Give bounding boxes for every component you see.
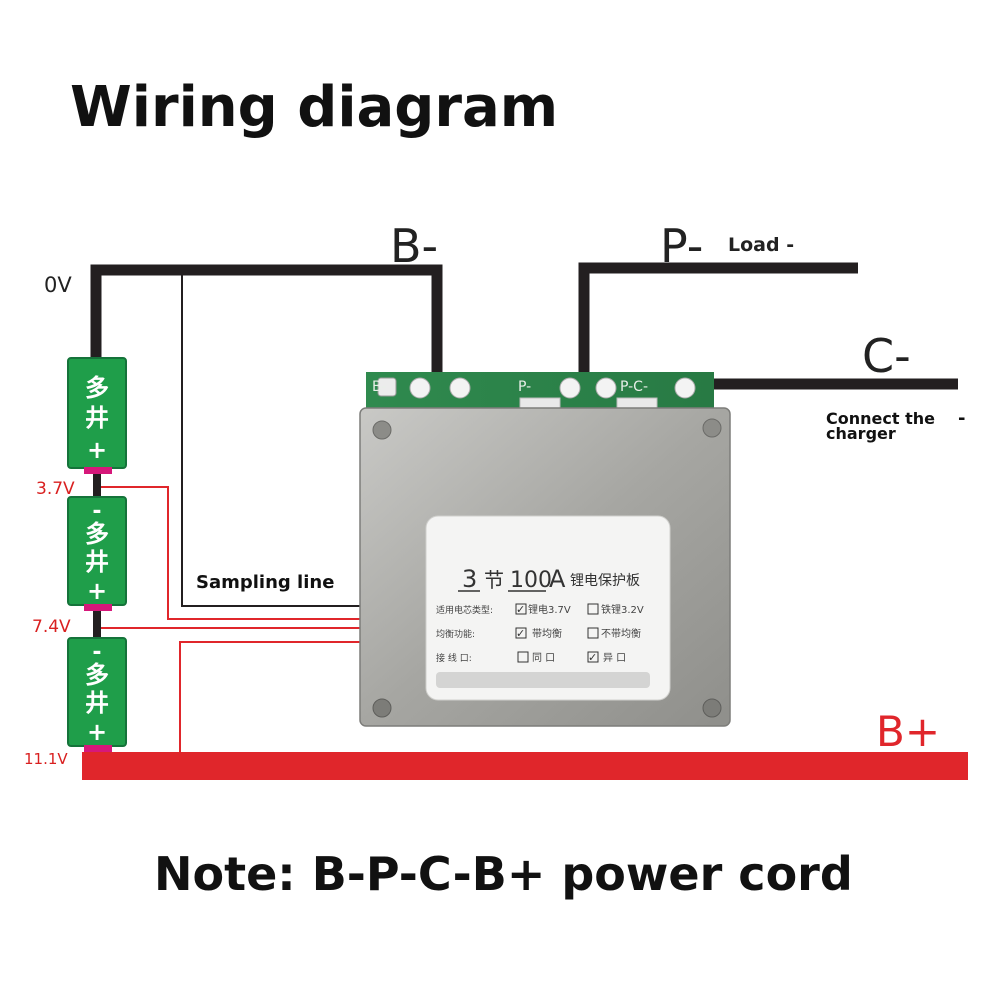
row2-name: 均衡功能:	[436, 628, 475, 640]
row2-opt1: 带均衡	[532, 628, 562, 640]
row3-name: 接 线 口:	[436, 652, 472, 664]
cell-link-2	[93, 611, 101, 639]
cell-1-mid: 井	[85, 404, 109, 432]
pad-p-label: P-	[518, 379, 531, 395]
cell-2: - 多 井 +	[67, 496, 127, 606]
cell-2-minus: -	[92, 499, 101, 524]
label-p-minus: P-	[660, 219, 703, 273]
note-text: Note: B-P-C-B+ power cord	[154, 847, 853, 901]
label-b-plus: B+	[876, 707, 940, 756]
row1-opt1: 锂电3.7V	[528, 603, 571, 616]
pad-b-label: B-	[372, 379, 387, 395]
voltage-7v4: 7.4V	[32, 617, 71, 637]
row1-name: 适用电芯类型:	[436, 604, 493, 616]
row1-check: ✓	[516, 603, 525, 616]
cell-1-plus: +	[87, 436, 107, 464]
cell-2-mid: 井	[85, 548, 109, 576]
screw-top-right	[702, 418, 722, 438]
label-amp: 100	[510, 568, 552, 593]
label-b-minus: B-	[390, 219, 438, 273]
b-plus-bar	[82, 752, 968, 780]
row3-opt1: 同 口	[532, 652, 555, 664]
page-title: Wiring diagram	[70, 75, 558, 140]
sampling-red-wire-3	[179, 641, 362, 752]
cell-2-plus: +	[87, 577, 107, 605]
voltage-11v1: 11.1V	[24, 750, 68, 768]
label-charger-line1: Connect the	[826, 409, 935, 428]
voltage-0v: 0V	[44, 273, 72, 297]
row3-opt2: 异 口	[603, 652, 626, 664]
screw-bottom-right	[702, 698, 722, 718]
screw-bottom-left	[372, 698, 392, 718]
cell-1-terminal	[84, 467, 112, 474]
board-label-sticker	[425, 515, 671, 701]
screw-top-left	[372, 420, 392, 440]
voltage-3v7: 3.7V	[36, 479, 75, 499]
label-charger-dash: -	[958, 408, 965, 429]
label-count: 3	[462, 565, 477, 593]
sampling-black-wire	[181, 270, 362, 607]
row1-opt2: 铁锂3.2V	[601, 603, 644, 616]
label-load: Load -	[728, 234, 794, 256]
sampling-red-wire-1	[100, 486, 362, 620]
cell-3-plus: +	[87, 718, 107, 746]
b-minus-wire	[90, 264, 443, 395]
p-minus-wire	[578, 262, 858, 395]
label-sampling-line: Sampling line	[196, 572, 334, 593]
row2-check: ✓	[516, 627, 525, 640]
cell-1-top: 多	[85, 374, 109, 402]
row3-check: ✓	[588, 651, 597, 664]
label-board-title: 锂电保护板	[570, 573, 640, 589]
cell-3-terminal	[84, 745, 112, 752]
label-jie: 节	[484, 568, 504, 592]
label-a: A	[549, 565, 566, 593]
cell-2-top: 多	[85, 520, 109, 548]
cell-3: - 多 井 +	[67, 637, 127, 747]
cell-link-1	[93, 474, 101, 498]
row2-opt2: 不带均衡	[601, 628, 641, 640]
cell-1: 多 井 +	[67, 357, 127, 469]
cell-3-minus: -	[92, 640, 101, 665]
cell-3-top: 多	[85, 661, 109, 689]
blurred-contact-info	[436, 672, 650, 688]
pad-c-label: P-C-	[620, 379, 648, 395]
label-charger-line2: charger	[826, 424, 896, 443]
label-c-minus: C-	[862, 329, 911, 383]
cell-2-terminal	[84, 604, 112, 611]
cell-3-mid: 井	[85, 689, 109, 717]
protection-board: B- P- P-C- 3 节 100 A 锂电保护板 适用电芯类型: ✓ 锂电3…	[359, 372, 731, 727]
